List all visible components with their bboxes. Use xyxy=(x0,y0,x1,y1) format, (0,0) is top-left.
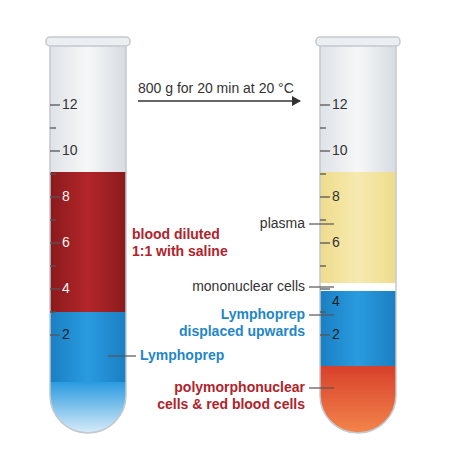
left-tube xyxy=(46,37,130,437)
leader-lines xyxy=(108,224,334,388)
layer-label: plasma xyxy=(185,215,305,232)
process-arrow xyxy=(138,100,300,102)
scale-number: 2 xyxy=(332,326,356,343)
layer-label: polymorphonuclear cells & red blood cell… xyxy=(150,379,305,413)
scale-number: 10 xyxy=(62,142,86,159)
scale-number: 6 xyxy=(62,234,86,251)
scale-number: 4 xyxy=(332,293,356,310)
layer-label: Lymphoprep displaced upwards xyxy=(170,306,305,340)
process-condition: 800 g for 20 min at 20 °C xyxy=(138,80,306,97)
scale-number: 6 xyxy=(332,234,356,251)
layer-label: Lymphoprep xyxy=(140,347,250,364)
right-tube xyxy=(316,37,400,438)
scale-number: 8 xyxy=(332,188,356,205)
layer-label: mononuclear cells xyxy=(165,278,305,295)
scale-number: 4 xyxy=(62,280,86,297)
layer-label: blood diluted 1:1 with saline xyxy=(132,226,236,260)
scale-number: 12 xyxy=(62,96,86,113)
scale-number: 12 xyxy=(332,96,356,113)
scale-number: 8 xyxy=(62,188,86,205)
scale-number: 2 xyxy=(62,326,86,343)
scale-number: 10 xyxy=(332,142,356,159)
